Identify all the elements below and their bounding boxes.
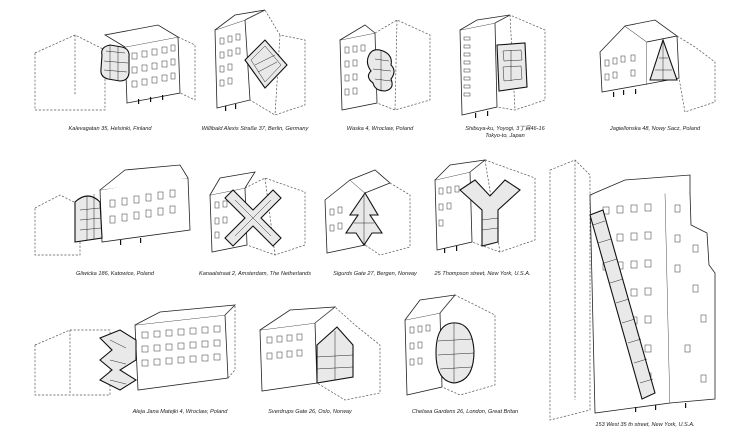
caption-gliwicka: Gliwicka 186, Katowice, Poland <box>75 271 155 277</box>
building-jagiellonska <box>599 19 716 113</box>
building-sigurds <box>324 169 411 256</box>
building-chelsea <box>404 294 496 396</box>
building-thompson <box>434 159 536 253</box>
building-willibald <box>214 9 306 116</box>
caption-willibald: Willibald Alexis Straße 37, Berlin, Germ… <box>201 126 309 132</box>
building-waska <box>339 19 431 111</box>
caption-kanaalstraat: Kanaalstraat 2, Amsterdam, The Netherlan… <box>198 271 312 277</box>
caption-sigurds: Sigurds Gate 27, Bergen, Norway <box>333 271 417 277</box>
caption-chelsea: Chelsea Gardens 26, London, Great Britan <box>411 409 519 415</box>
caption-sverdrups: Sverdrups Gate 26, Oslo, Norway <box>268 409 352 415</box>
building-kanaalstraat <box>209 171 306 256</box>
caption-jagiellonska: Jagiellonska 48, Nowy Sacz, Poland <box>609 126 701 132</box>
building-kalevagatan <box>34 24 196 111</box>
building-shibuya <box>459 14 546 118</box>
building-west-35th <box>549 159 716 421</box>
caption-waska: Waska 4, Wroclaw, Poland <box>346 126 414 132</box>
building-aleja-matejki <box>34 304 237 396</box>
caption-aleja-matejki: Aleja Jana Matejki 4, Wroclaw, Poland <box>132 409 228 415</box>
building-gliwicka <box>34 164 191 256</box>
caption-shibuya-1: Shibuya-ku, Yoyogi, 3丁目46-16 <box>465 126 545 132</box>
caption-west-35th: 153 West 35 th street, New York, U.S.A. <box>595 422 695 428</box>
caption-shibuya-2: Tokyo-to, Japan <box>485 133 525 139</box>
building-sverdrups <box>259 306 381 401</box>
caption-thompson: 25 Thompson street, New York, U.S.A. <box>434 271 531 277</box>
caption-kalevagatan: Kalevagatan 35, Helsinki, Finland <box>68 126 152 132</box>
